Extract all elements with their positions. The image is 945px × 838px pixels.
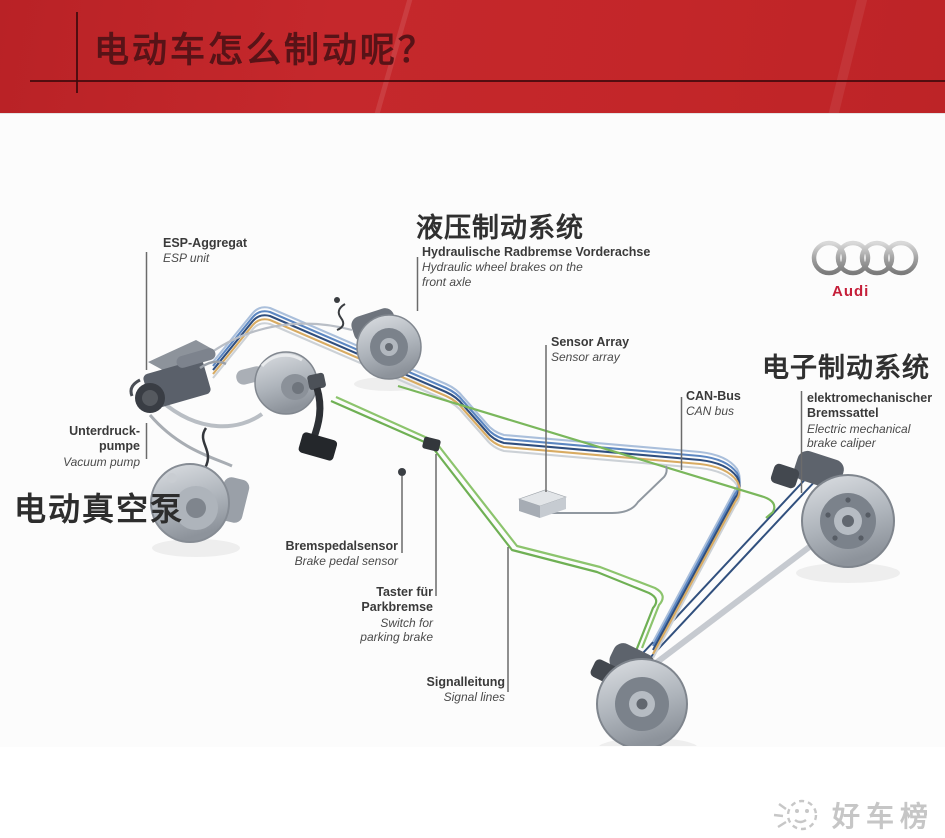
audi-rings-icon <box>811 240 919 276</box>
title-banner: 电动车怎么制动呢？ <box>0 0 945 113</box>
signal-lines <box>330 384 776 652</box>
banner-light-streak <box>822 0 872 113</box>
title-underline <box>30 80 945 82</box>
brake-pedal-component <box>298 372 338 461</box>
label-electronic-brake-zh: 电子制动系统 <box>762 353 930 383</box>
vacuum-pump-component <box>150 427 250 543</box>
label-electronic-brake: elektromechanischer Bremssattel Electric… <box>807 391 933 451</box>
brake-pedal-sensor-component <box>398 468 406 476</box>
label-leader-lines <box>145 252 803 692</box>
brake-booster-component <box>236 351 318 415</box>
front-brake-pipe <box>211 322 353 353</box>
audi-logo: Audi <box>810 238 920 300</box>
sensor-array-component <box>518 489 567 518</box>
label-parking-brake-switch: Taster für Parkbremse Switch for parking… <box>360 585 433 645</box>
label-signal-lines: Signalleitung Signal lines <box>426 675 505 705</box>
audi-wordmark: Audi <box>832 283 870 300</box>
rear-right-brake-component <box>770 450 895 568</box>
label-hydraulic-brake-system: 液压制动系统 Hydraulische Radbremse Vorderachs… <box>416 213 651 289</box>
watermark-mascot-icon <box>773 799 818 831</box>
label-esp-unit: ESP-Aggregat ESP unit <box>163 236 248 266</box>
rear-left-brake-component <box>590 643 688 746</box>
label-sensor-array: Sensor Array Sensor array <box>551 335 630 365</box>
title-accent-vertical-line <box>76 12 78 93</box>
brake-system-diagram <box>129 252 900 746</box>
sensor-wire <box>549 465 668 514</box>
slide-title: 电动车怎么制动呢？ <box>94 31 437 70</box>
label-vacuum-pump-zh: 电动真空泵 <box>14 491 185 527</box>
esp-unit-component <box>129 340 264 468</box>
front-brake-component <box>334 297 422 380</box>
slide-content: Audi 好车榜 <box>0 113 945 832</box>
label-can-bus: CAN-Bus CAN bus <box>686 389 741 419</box>
label-hydraulic-zh: 液压制动系统 <box>416 213 584 243</box>
label-vacuum-pump: Unterdruck- pumpe Vacuum pump <box>63 424 140 469</box>
watermark-text: 好车榜 <box>832 801 935 832</box>
label-brake-pedal-sensor: Bremspedalsensor Brake pedal sensor <box>285 539 398 569</box>
parking-brake-switch-component <box>422 436 441 452</box>
watermark: 好车榜 <box>770 792 934 838</box>
